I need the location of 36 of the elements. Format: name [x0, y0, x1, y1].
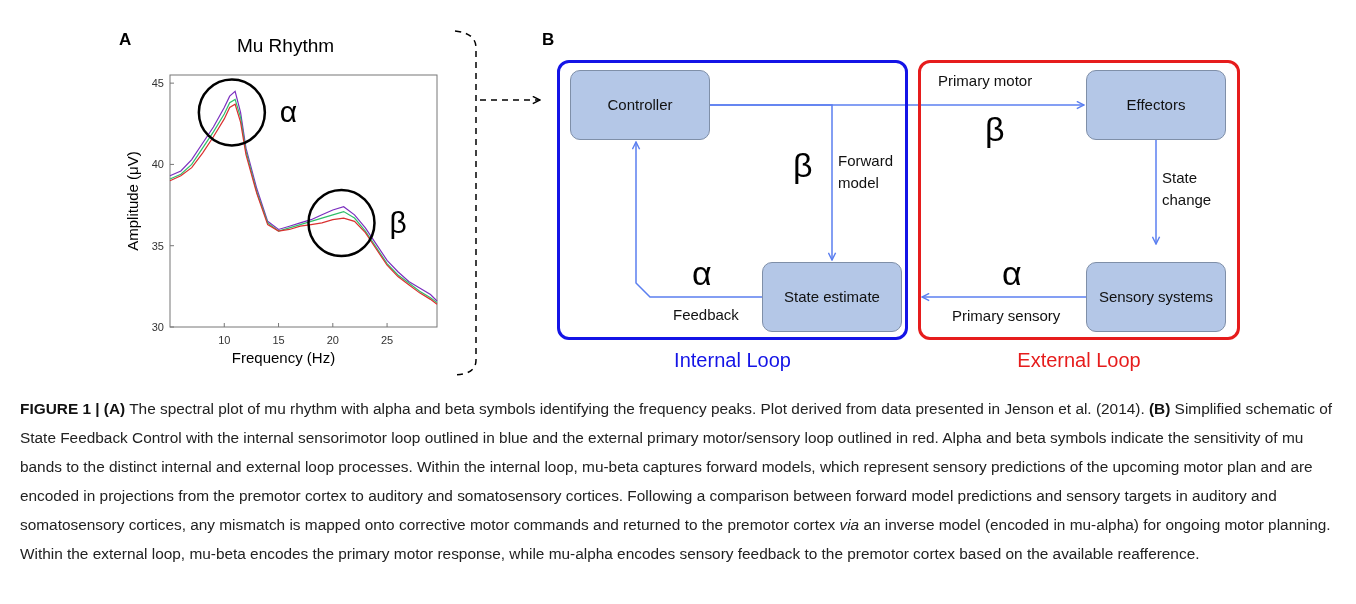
peak-symbol: α	[279, 95, 298, 129]
box-label: Sensory systems	[1097, 287, 1215, 307]
box-label: Effectors	[1125, 95, 1187, 115]
tick-label: 30	[151, 321, 164, 333]
process-box	[1086, 70, 1226, 140]
arrow	[479, 95, 541, 105]
figure-caption: FIGURE 1 | (A) The spectral plot of mu rhythm with alpha and beta symbols identifying the frequency peaks. Plot derived from data presented in Jenson et al. (2014). (B) Simplified schematic of State Feedback Control with the internal sensorimotor loop outlined in blue and the external primary motor/sensory loop outlined in red. Alpha and beta symbols indicate the sensitivity of mu bands to the distinct internal and external loop processes. Within the internal loop, mu-beta captures forward models, which represent sensory predictions of the upcoming motor plan and are encoded in projections from the premotor cortex to auditory and somatosensory cortices. Following a comparison between forward model predictions and sensory targets in auditory and somatosensory cortices, any mismatch is mapped onto corrective motor commands and returned to the premotor cortex via an inverse model (encoded in mu-alpha) for ongoing motor planning. Within the external loop, mu-beta encodes the primary motor response, while mu-alpha encodes sensory feedback to the premotor cortex based on the available reafference.	[20, 399, 1333, 564]
process-box	[1086, 262, 1226, 332]
tick-label: 20	[326, 334, 339, 346]
tick-label: 15	[272, 334, 285, 346]
loop-title: External Loop	[1017, 349, 1141, 372]
panel-letter: B	[542, 31, 555, 48]
band-symbol: β	[985, 112, 1005, 146]
band-symbol: α	[1002, 256, 1022, 290]
loop-title: Internal Loop	[674, 349, 791, 372]
tick-label: 10	[218, 334, 231, 346]
axis-title: Amplitude (μV)	[124, 151, 141, 251]
panel-letter: A	[119, 31, 132, 48]
tick-label: 35	[151, 239, 164, 252]
tick-label: 25	[380, 334, 394, 346]
peak-symbol: β	[389, 205, 407, 239]
chart-title: Mu Rhythm	[236, 35, 335, 56]
band-symbol: β	[793, 148, 813, 182]
arrow	[921, 292, 1087, 302]
band-symbol: α	[692, 256, 712, 290]
tick-label: 45	[151, 77, 164, 90]
axis-title: Frequency (Hz)	[231, 349, 336, 366]
box-label: Controller	[606, 95, 674, 115]
tick-label: 40	[151, 158, 164, 171]
process-box	[570, 70, 710, 140]
process-box	[762, 262, 902, 332]
arrow	[709, 104, 837, 261]
arrow	[631, 141, 763, 298]
bracket	[452, 30, 478, 376]
arrow	[1151, 139, 1161, 245]
box-label: State estimate	[783, 287, 881, 307]
